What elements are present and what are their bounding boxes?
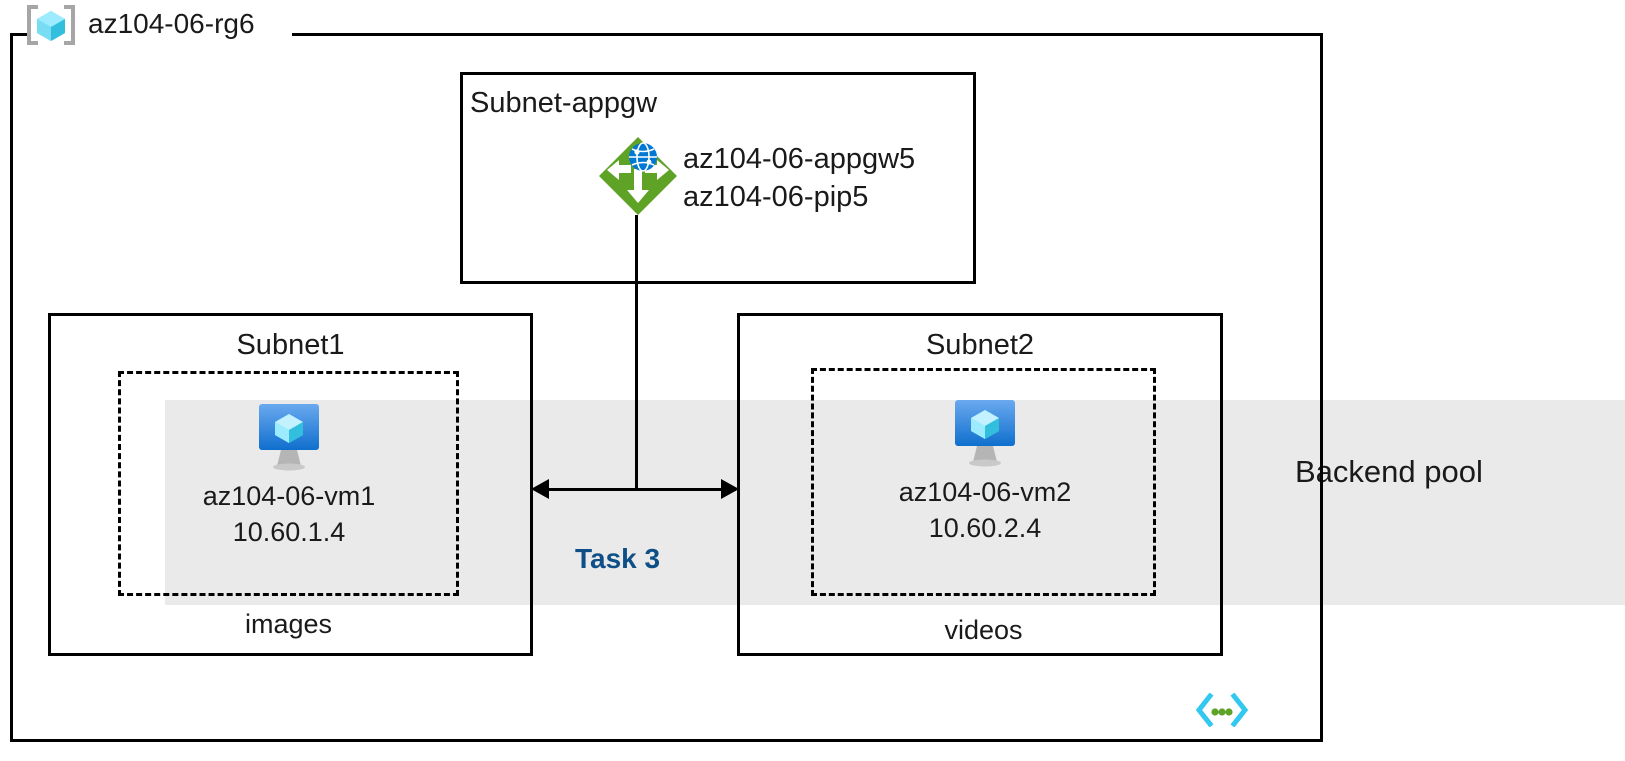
subnet2-delegation-label: videos	[944, 615, 1023, 645]
subnet1-box	[48, 313, 533, 656]
subnet1-dashed-group	[118, 371, 459, 596]
virtual-machine-icon	[259, 404, 319, 471]
resource-group-icon	[24, 3, 78, 47]
application-gateway-node	[597, 135, 679, 217]
backend-pool-label: Backend pool	[1295, 454, 1483, 489]
subnet2-dashed-group	[811, 368, 1156, 596]
virtual-network-icon	[1195, 692, 1249, 728]
resource-group-container	[10, 33, 1323, 742]
subnet-appgw-title: Subnet-appgw	[470, 87, 658, 119]
connector-arrowhead-left	[531, 479, 549, 499]
subnet2-title: Subnet2	[925, 329, 1035, 361]
subnet-appgw-box	[460, 72, 976, 284]
vm1-ip: 10.60.1.4	[232, 517, 346, 547]
vm2-node: az104-06-vm2 10.60.2.4	[856, 398, 1114, 546]
subnet1-title: Subnet1	[236, 329, 345, 361]
appgw-to-subnets-connector	[635, 215, 638, 489]
vm1-node: az104-06-vm1 10.60.1.4	[160, 402, 418, 550]
appgw-resource-name: az104-06-appgw5	[683, 143, 916, 175]
appgw-public-ip-name: az104-06-pip5	[683, 181, 869, 213]
application-gateway-labels: az104-06-appgw5 az104-06-pip5	[683, 140, 915, 216]
subnet2-box	[737, 313, 1223, 656]
virtual-machine-icon	[955, 400, 1015, 467]
resource-group-name: az104-06-rg6	[88, 8, 255, 39]
subnet1-subnet2-connector	[540, 488, 736, 491]
vm2-name: az104-06-vm2	[898, 477, 1072, 507]
backend-pool-band	[165, 400, 1625, 605]
application-gateway-icon	[599, 137, 677, 215]
vm2-ip: 10.60.2.4	[928, 513, 1042, 543]
vm1-name: az104-06-vm1	[202, 481, 376, 511]
connector-arrowhead-right	[721, 479, 739, 499]
task-3-annotation: Task 3	[575, 543, 661, 574]
subnet1-delegation-label: images	[244, 609, 333, 639]
